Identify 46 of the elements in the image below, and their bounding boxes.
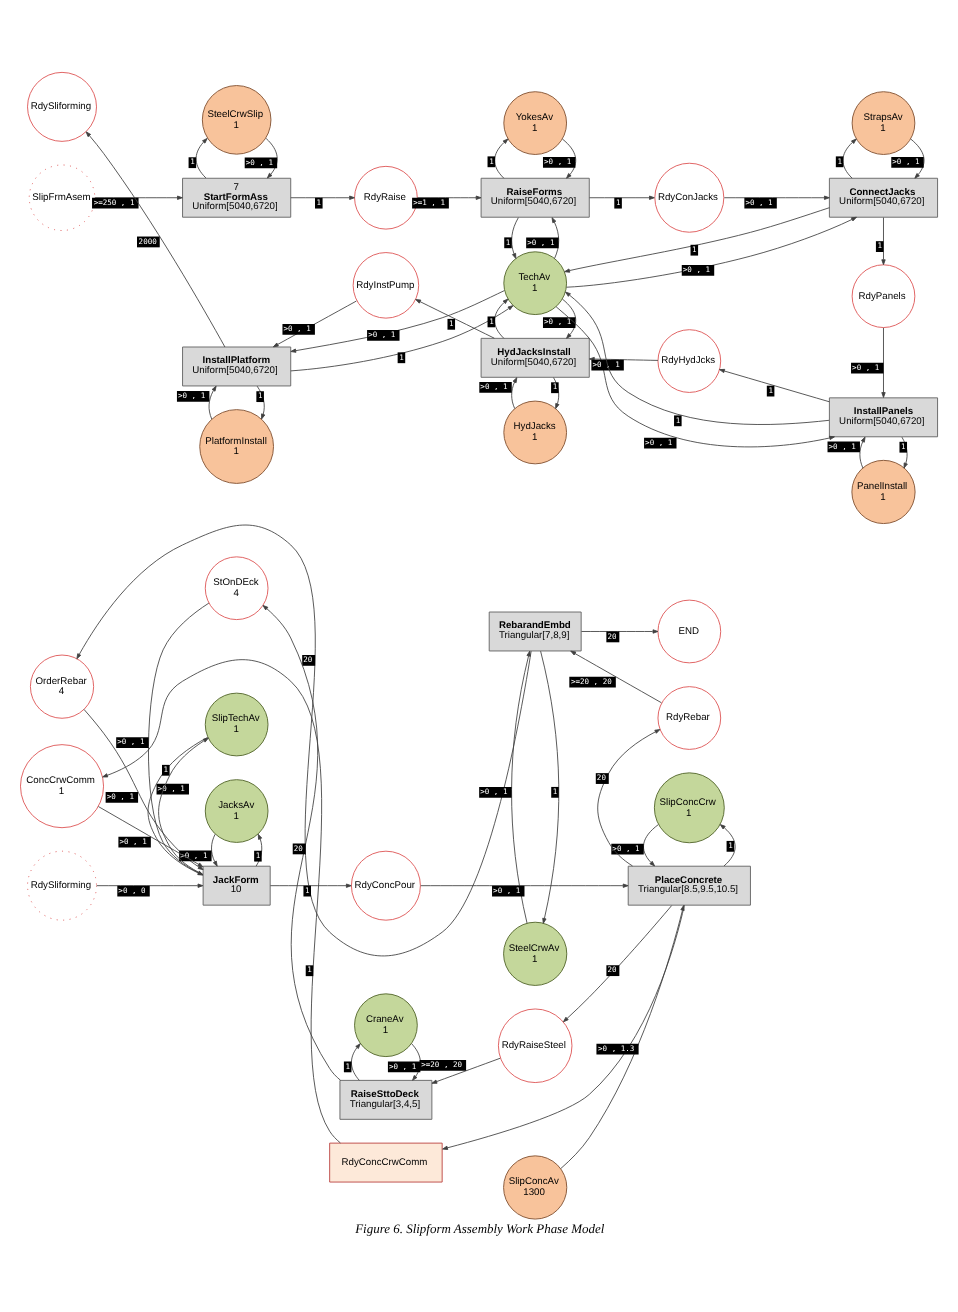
arrow [98,805,204,867]
arrow [842,137,857,178]
arrow [211,832,218,866]
arrow [256,384,266,419]
arrow [719,367,830,402]
arrow [494,297,509,338]
arrow [565,215,857,287]
arrow [96,882,204,887]
arrow [442,903,685,1149]
arrow [411,1042,421,1080]
arrow [511,376,518,408]
arrow [881,216,886,265]
arrow [272,299,357,347]
arrow [562,137,577,178]
arrow [859,435,866,468]
arrow [417,194,482,199]
arrow [511,649,531,923]
arrow [420,882,629,887]
arrow [589,194,655,199]
arrow [290,289,505,352]
arrow [562,297,577,338]
arrow [723,194,830,199]
arrow [351,1042,361,1080]
arrow [195,137,208,178]
arrow [76,523,532,956]
arrow [564,206,830,272]
arrow [560,903,685,1169]
arrow [563,904,673,1022]
arrow [881,326,886,397]
arrow [551,216,560,258]
arrow [94,194,183,199]
arrow [511,216,519,258]
arrow [265,137,278,178]
arrow [589,355,659,361]
arrow [85,130,226,347]
arrow [910,137,925,178]
arrow [262,604,341,1080]
arrow [290,194,355,199]
arrow [643,823,659,866]
arrow [494,137,509,178]
arrow [269,882,352,887]
arrow [901,435,908,468]
arrow [208,384,217,419]
arrow [290,304,514,371]
arrow [431,1056,501,1083]
arrow [83,707,204,870]
